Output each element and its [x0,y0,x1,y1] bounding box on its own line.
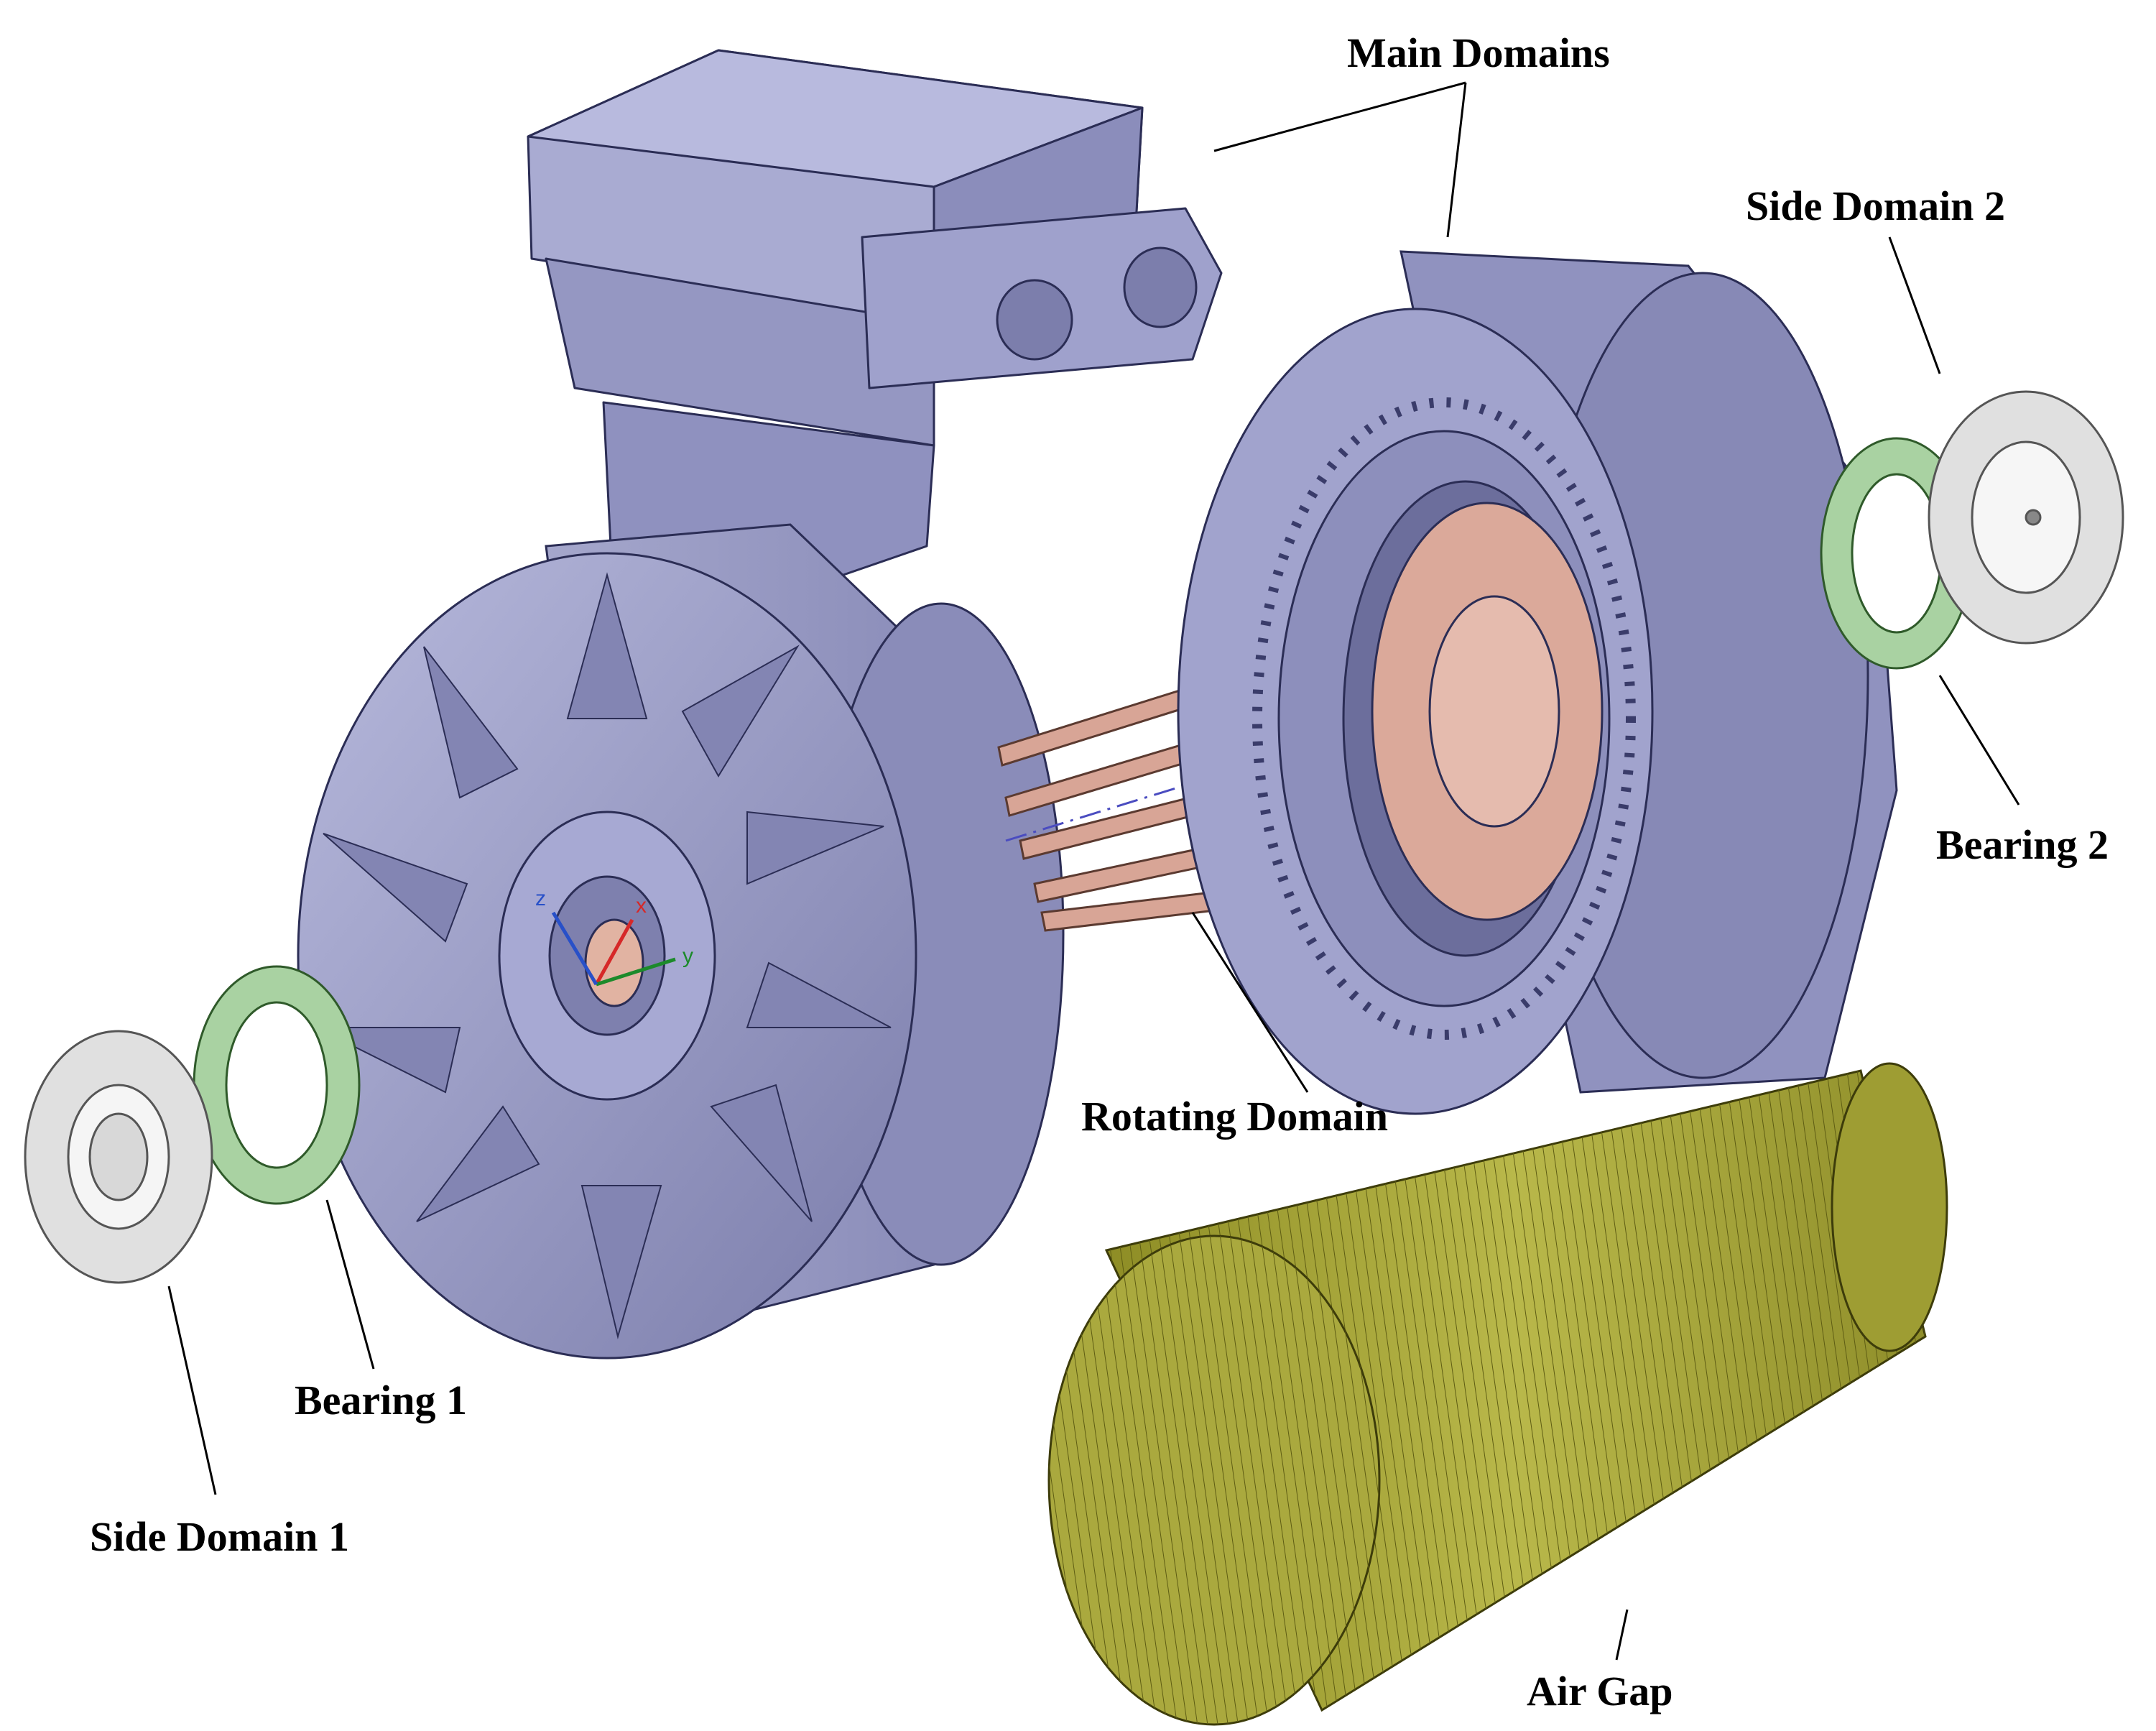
leader-main-domains-a [1213,81,1466,152]
side-domain-2 [1928,390,2124,645]
axis-x-label: x [636,894,647,918]
air-gap-cylinder [1047,1062,1948,1726]
label-air-gap: Air Gap [1527,1668,1673,1714]
label-side-domain-2: Side Domain 2 [1746,183,2005,229]
side-domain-1 [24,1030,213,1284]
bearing-1 [193,965,361,1205]
motor-housing [297,523,1065,1360]
leader-lines [167,81,2020,1661]
axis-y-label: y [683,944,693,968]
leader-side-domain-2 [1888,236,1941,374]
label-side-domain-1: Side Domain 1 [90,1513,349,1560]
label-main-domains: Main Domains [1347,29,1610,76]
label-bearing-1: Bearing 1 [295,1377,468,1423]
axis-z-label: z [535,887,546,910]
leader-rotating-domain [1191,912,1309,1093]
leader-air-gap [1615,1609,1629,1661]
stator [1177,250,1898,1115]
leader-main-domains-b [1446,82,1467,238]
leader-side-domain-1 [167,1285,217,1495]
leader-bearing-2 [1938,675,2020,806]
label-rotating-domain: Rotating Domain [1081,1093,1388,1140]
leader-bearing-1 [325,1199,375,1370]
axis-triad: x y z [535,887,693,987]
terminal-box [527,49,1223,619]
label-bearing-2: Bearing 2 [1936,821,2109,868]
